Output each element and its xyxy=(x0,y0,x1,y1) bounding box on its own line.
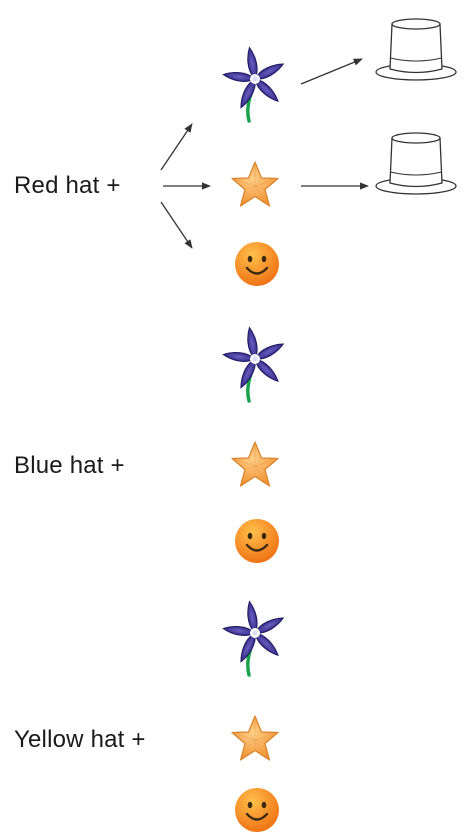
group-label-yellow: Yellow hat + xyxy=(14,726,146,753)
group-label-red: Red hat + xyxy=(14,172,121,199)
arrow-to-smiley xyxy=(160,201,193,249)
arrow-flower-to-hat xyxy=(300,58,363,85)
arrow-to-flower xyxy=(160,123,193,171)
group-label-blue: Blue hat + xyxy=(14,452,125,479)
